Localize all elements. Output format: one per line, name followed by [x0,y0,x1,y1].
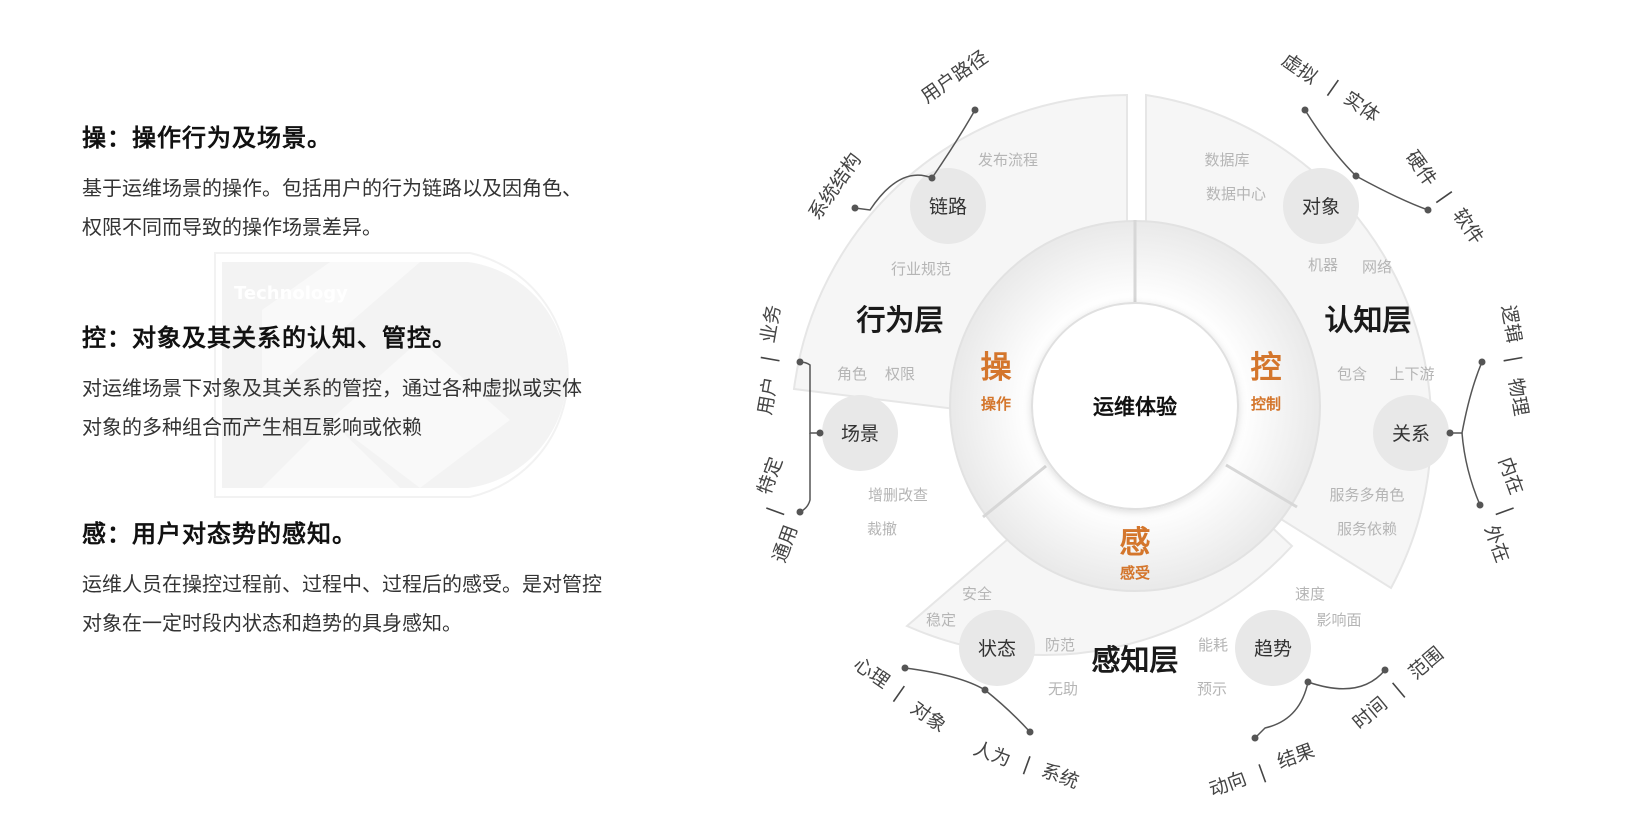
kw-upstream: 上下游 [1389,365,1434,383]
outer-result: 结果 [1274,740,1317,774]
node-relation [1373,395,1449,471]
outer-pipe: | [1255,761,1269,784]
outer-biz: 业务 [757,303,785,344]
inner-control-small: 控制 [1251,395,1281,413]
outer-external: 外在 [1480,522,1514,565]
inner-sense-small: 感受 [1120,564,1150,582]
node-trend-label: 趋势 [1254,638,1292,660]
kw-publish-flow: 发布流程 [978,151,1038,169]
outer-logic: 逻辑 [1497,303,1525,344]
node-scene [822,395,898,471]
kw-dependency: 服务依赖 [1337,520,1397,538]
kw-forecast: 预示 [1197,680,1227,698]
inner-operate-big: 操 [981,350,1012,386]
outer-pipe: | [891,682,909,704]
layer-behavior: 行为层 [855,303,943,337]
section-body: 运维人员在操控过程前、过程中、过程后的感受。是对管控 对象在一定时段内状态和趋势… [82,572,602,635]
outer-system: 系统 [1038,760,1081,794]
section-title: 感：用户对态势的感知。 [82,520,357,548]
kw-database: 数据库 [1204,151,1249,169]
outer-time: 时间 [1349,693,1392,734]
watermark-logo: Technology [214,252,569,498]
outer-user: 用户 [754,375,782,416]
center-circle [1031,302,1239,510]
kw-machine: 机器 [1308,256,1338,274]
node-status [959,610,1035,686]
kw-cut-revoke: 裁撤 [867,520,897,538]
section-title: 控：对象及其关系的认知、管控。 [82,324,457,352]
kw-energy: 能耗 [1198,636,1228,654]
outer-pipe: | [763,504,786,518]
description-panel: 操：操作行为及场景。 基于运维场景的操作。包括用户的行为链路以及因角色、 权限不… [0,0,700,826]
outer-obj: 对象 [907,697,951,737]
outer-range: 范围 [1405,643,1448,684]
node-link-label: 链路 [929,196,967,218]
inner-control-big: 控 [1251,350,1282,386]
kw-permission: 权限 [885,365,915,383]
inner-operate-small: 操作 [981,395,1011,413]
outer-psych: 心理 [850,653,894,693]
outer-human: 人为 [970,738,1013,772]
kw-safe: 安全 [962,585,992,603]
outer-virtual: 虚拟 [1278,49,1322,89]
kw-datacenter: 数据中心 [1206,185,1266,203]
outer-physical: 物理 [1504,376,1532,417]
node-relation-label: 关系 [1392,423,1430,445]
kw-speed: 速度 [1295,585,1325,603]
outer-sys-struct: 系统结构 [804,149,866,224]
kw-helpless: 无助 [1048,680,1078,698]
section-sense: 感：用户对态势的感知。 运维人员在操控过程前、过程中、过程后的感受。是对管控 对… [82,514,702,643]
kw-industry-norm: 行业规范 [891,260,951,278]
kw-impact: 影响面 [1316,611,1361,629]
layer-perception: 感知层 [1091,643,1178,677]
outer-pipe: | [1389,679,1408,700]
kw-contain: 包含 [1337,365,1367,383]
outer-internal: 内在 [1494,454,1528,497]
outer-user-path: 用户路径 [917,46,992,108]
outer-specific: 特定 [754,454,788,497]
section-body: 对运维场景下对象及其关系的管控，通过各种虚拟或实体 对象的多种组合而产生相互影响… [82,376,582,439]
section-control: 控：对象及其关系的认知、管控。 对运维场景下对象及其关系的管控，通过各种虚拟或实… [82,318,702,447]
layer-cognition: 认知层 [1324,303,1411,337]
kw-role: 角色 [837,365,867,383]
section-body: 基于运维场景的操作。包括用户的行为链路以及因角色、 权限不同而导致的操作场景差异… [82,176,582,239]
kw-guard: 防范 [1045,636,1075,654]
outer-entity: 实体 [1340,87,1384,127]
node-scene-label: 场景 [841,423,879,445]
outer-dynamic: 动向 [1206,768,1249,802]
outer-pipe: | [1503,354,1526,364]
outer-pipe: | [758,354,781,364]
outer-pipe: | [1325,76,1343,98]
center-label: 运维体验 [1093,395,1177,419]
outer-software: 软件 [1448,205,1488,249]
node-link [910,168,986,244]
section-operate: 操：操作行为及场景。 基于运维场景的操作。包括用户的行为链路以及因角色、 权限不… [82,118,702,247]
outer-hardware: 硬件 [1401,147,1441,191]
node-object-label: 对象 [1302,196,1340,218]
outer-general: 通用 [769,522,803,565]
node-object [1283,168,1359,244]
section-title: 操：操作行为及场景。 [82,124,332,152]
outer-pipe: | [1494,504,1517,518]
kw-crud: 增删改查 [868,486,928,504]
node-trend [1235,610,1311,686]
watermark-text: Technology [234,283,348,304]
kw-stable: 稳定 [926,611,956,629]
node-status-label: 状态 [978,638,1016,660]
kw-multi-role: 服务多角色 [1329,486,1404,504]
inner-sense-big: 感 [1120,525,1151,561]
outer-pipe: | [1434,188,1456,206]
kw-network: 网络 [1362,258,1392,276]
outer-pipe: | [1020,753,1034,776]
